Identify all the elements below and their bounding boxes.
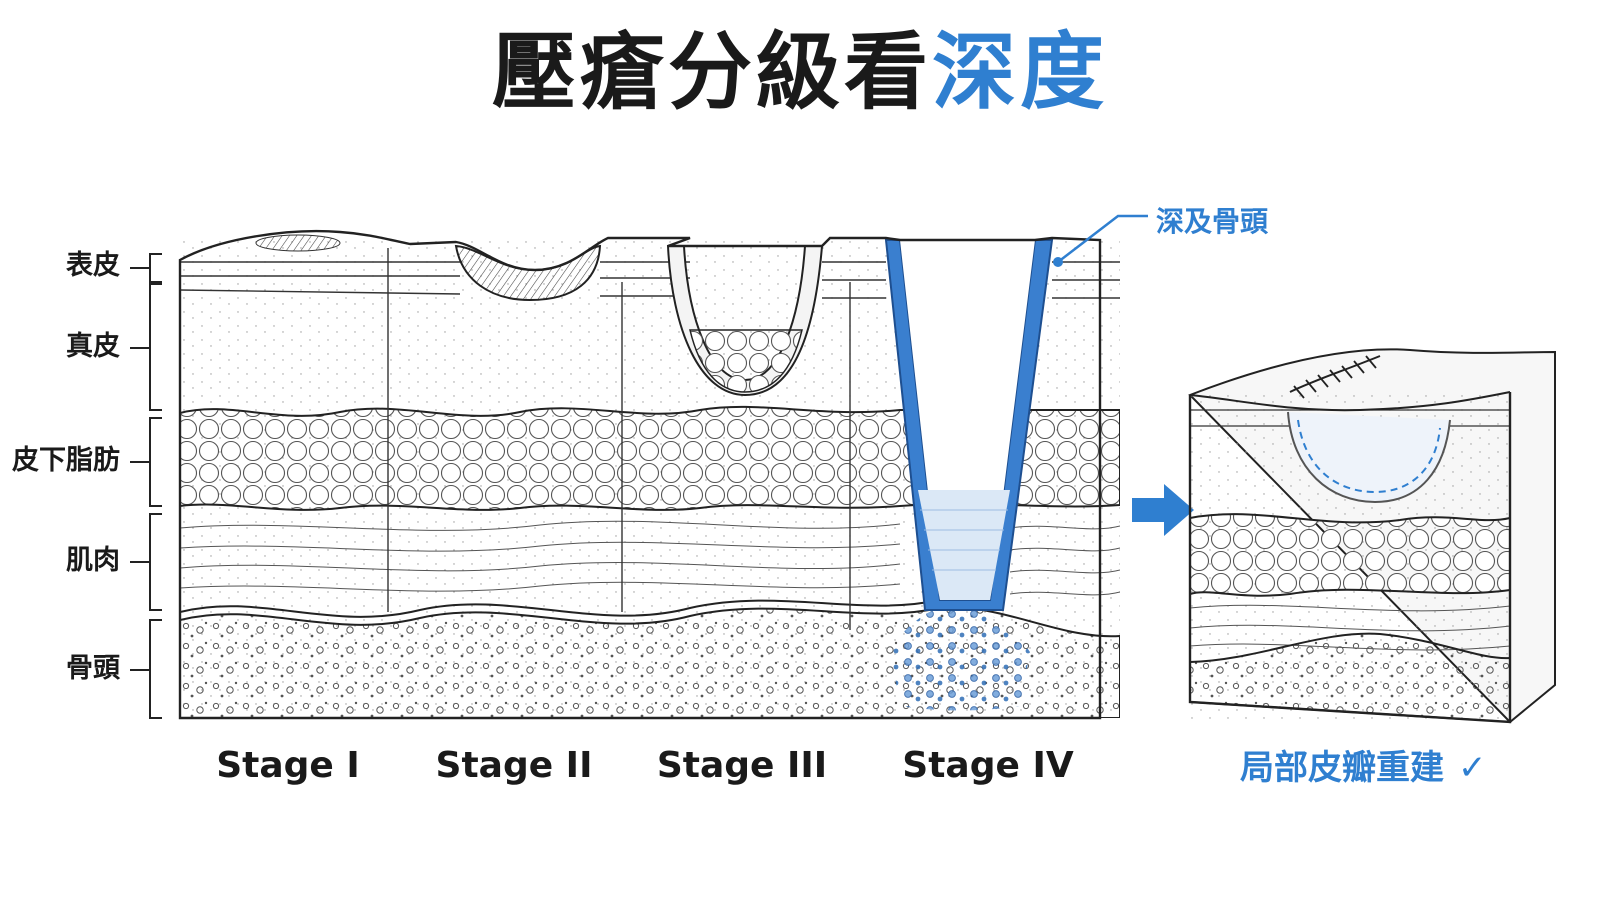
ulcer-fluid-lines [920,509,1008,571]
arrow-icon [1132,484,1194,536]
bone-depth-callout: 深及骨頭 [1156,205,1269,238]
stage-label-3: Stage III [656,745,828,786]
reconstruction-text: 局部皮瓣重建 [1240,748,1444,788]
stage-label-1: Stage I [216,745,360,786]
muscle-fibers [180,520,1120,596]
stage-label-4: Stage IV [902,745,1074,786]
reconstructed-block [1188,348,1556,724]
stage-label-2: Stage II [435,745,593,786]
callout-dot [1053,257,1063,267]
check-icon: ✓ [1458,748,1487,788]
diagram-title: 壓瘡分級看深度 [0,22,1600,123]
layer-label-bone: 骨頭 [66,653,120,684]
layer-label-subcutaneous-fat: 皮下脂肪 [12,445,120,476]
suture-marks [1293,355,1377,399]
layer-label-dermis: 真皮 [66,331,120,362]
stage-dividers [387,248,851,630]
main-outline [178,229,1102,720]
layer-brackets [130,253,162,719]
stage-1-redness-spot [255,234,341,252]
title-main: 壓瘡分級看 [491,23,932,121]
layer-label-muscle: 肌肉 [66,545,120,576]
main-section [180,236,1120,718]
layer-label-epidermis: 表皮 [66,250,120,281]
title-accent: 深度 [932,23,1109,121]
callout-leader [1057,214,1148,263]
reconstruction-label: 局部皮瓣重建 ✓ [1240,740,1487,789]
